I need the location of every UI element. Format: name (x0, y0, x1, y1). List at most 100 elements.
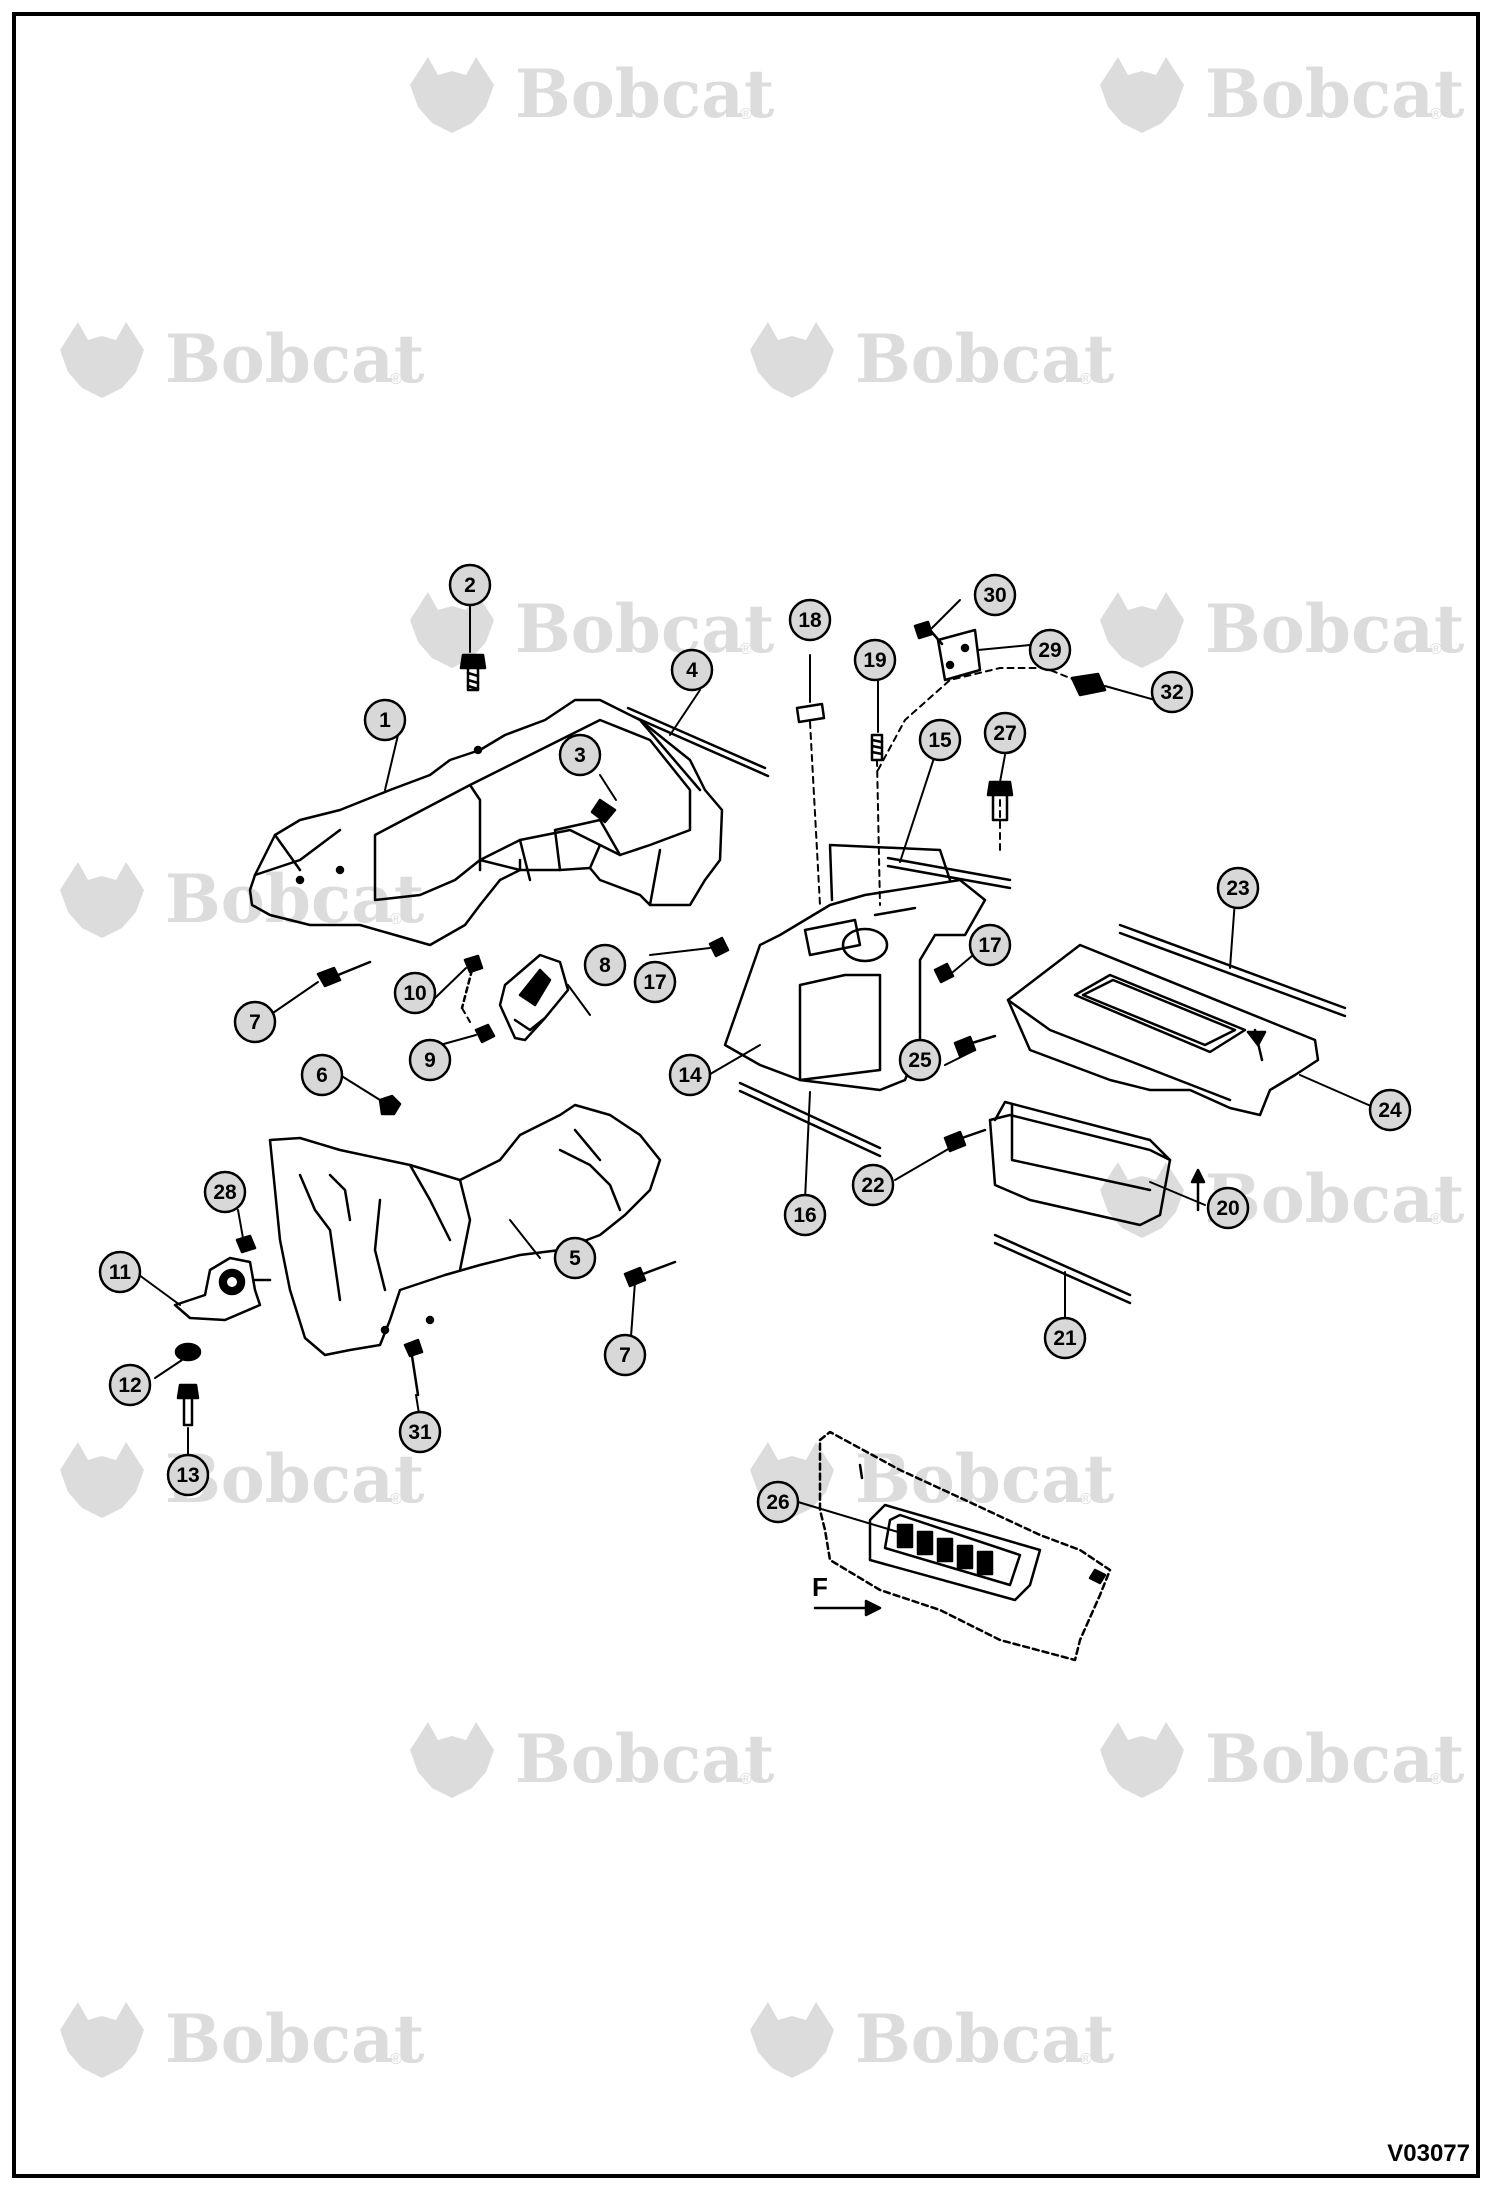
callout-circle (633, 960, 677, 1004)
callout-number: 23 (1226, 877, 1249, 900)
part-pin-31 (403, 1338, 424, 1397)
bobcat-watermark: Bobcat® (750, 1440, 1115, 1518)
callout-number: 3 (574, 744, 586, 767)
callout-number: 5 (569, 1247, 581, 1270)
bobcat-watermark: Bobcat® (410, 590, 775, 668)
callout-15: 15 (918, 718, 962, 762)
watermark-brand: Bobcat (165, 2000, 425, 2078)
callout-8: 8 (583, 943, 627, 987)
callout-number: 6 (316, 1064, 328, 1087)
callout-number: 2 (464, 574, 476, 597)
callout-2: 2 (448, 563, 492, 607)
callout-1: 1 (363, 698, 407, 742)
callout-circle (1043, 1316, 1087, 1360)
callout-23: 23 (1216, 866, 1260, 910)
bobcat-logo-icon (1100, 1722, 1184, 1798)
callout-number: 21 (1053, 1327, 1077, 1350)
callout-number: 4 (686, 659, 698, 682)
callout-number: 17 (643, 971, 666, 994)
callout-21: 21 (1043, 1316, 1087, 1360)
callout-29: 29 (1028, 628, 1072, 672)
callout-circle (393, 971, 437, 1015)
bobcat-watermark: Bobcat® (1100, 1720, 1465, 1798)
callout-circle (918, 718, 962, 762)
watermark-reg-mark: ® (390, 1491, 402, 1508)
callout-circle (583, 943, 627, 987)
callout-circle (853, 638, 897, 682)
callout-27: 27 (983, 711, 1027, 755)
callout-circle (1150, 670, 1194, 714)
part-plate-29 (936, 628, 982, 682)
callout-circle (363, 698, 407, 742)
callout-circle (1028, 628, 1072, 672)
bobcat-logo-icon (60, 1442, 144, 1518)
callout-number: 26 (766, 1491, 789, 1514)
part-weather-strip-upper (626, 706, 770, 778)
callout-circle (898, 1038, 942, 1082)
callout-number: 27 (993, 722, 1016, 745)
bobcat-logo-icon (410, 592, 494, 668)
callout-circle (203, 1170, 247, 1214)
bobcat-logo-icon (410, 57, 494, 133)
assembly-lines (461, 667, 1076, 1023)
callout-4: 4 (670, 648, 714, 692)
callout-number: 30 (983, 584, 1006, 607)
bobcat-watermark: Bobcat® (1100, 1160, 1465, 1238)
watermark-reg-mark: ® (390, 911, 402, 928)
callout-3: 3 (558, 733, 602, 777)
bobcat-logo-icon (750, 2002, 834, 2078)
callout-circle (558, 733, 602, 777)
bobcat-watermark: Bobcat® (60, 320, 425, 398)
part-seal-strip-23 (1118, 923, 1347, 1018)
callout-20: 20 (1206, 1186, 1250, 1230)
callout-circle (233, 1000, 277, 1044)
bobcat-watermark: Bobcat® (750, 2000, 1115, 2078)
part-nut-17b (933, 962, 955, 984)
callout-number: 15 (928, 729, 952, 752)
watermark-brand: Bobcat (515, 55, 775, 133)
callout-17: 17 (633, 960, 677, 1004)
part-bolt (459, 653, 487, 692)
callout-number: 31 (408, 1421, 432, 1444)
watermark-reg-mark: ® (740, 641, 752, 658)
part-switch-19 (870, 733, 884, 762)
bobcat-watermark: Bobcat® (60, 1440, 425, 1518)
callout-28: 28 (203, 1170, 247, 1214)
watermark-brand: Bobcat (855, 320, 1115, 398)
forward-label-lower: F (812, 1572, 828, 1602)
part-connector-32 (1070, 672, 1107, 697)
callout-circle (1368, 1088, 1412, 1132)
forward-arrow-upper (1190, 1168, 1206, 1212)
watermark-brand: Bobcat (1205, 1160, 1465, 1238)
part-screw-7b (623, 1260, 677, 1288)
bobcat-logo-icon (1100, 1162, 1184, 1238)
callout-circle (408, 1038, 452, 1082)
callout-bubbles: 1234567789101112131415161717181920212223… (98, 563, 1412, 1524)
part-nut-28 (235, 1234, 257, 1254)
callout-number: 9 (424, 1049, 436, 1072)
callout-circle (166, 1453, 210, 1497)
callout-number: 18 (798, 609, 822, 632)
bobcat-watermark: Bobcat® (60, 2000, 425, 2078)
part-screw-22 (943, 1128, 987, 1153)
callout-number: 7 (249, 1011, 261, 1034)
callout-number: 20 (1216, 1197, 1239, 1220)
part-tray (988, 1100, 1172, 1227)
callout-circle (1216, 866, 1260, 910)
callout-number: 13 (176, 1464, 199, 1487)
callout-circle (788, 598, 832, 642)
callout-number: 14 (678, 1064, 702, 1087)
callout-number: 16 (793, 1204, 816, 1227)
bobcat-watermark: Bobcat® (60, 860, 425, 938)
watermark-reg-mark: ® (1080, 1491, 1092, 1508)
callout-number: 17 (978, 934, 1001, 957)
callout-22: 22 (851, 1163, 895, 1207)
part-seal-strip-16 (738, 1081, 882, 1158)
part-clip-18 (795, 702, 826, 724)
callout-number: 28 (213, 1181, 237, 1204)
callout-17: 17 (968, 923, 1012, 967)
watermark-reg-mark: ® (390, 371, 402, 388)
callout-10: 10 (393, 971, 437, 1015)
callout-circle (553, 1236, 597, 1280)
